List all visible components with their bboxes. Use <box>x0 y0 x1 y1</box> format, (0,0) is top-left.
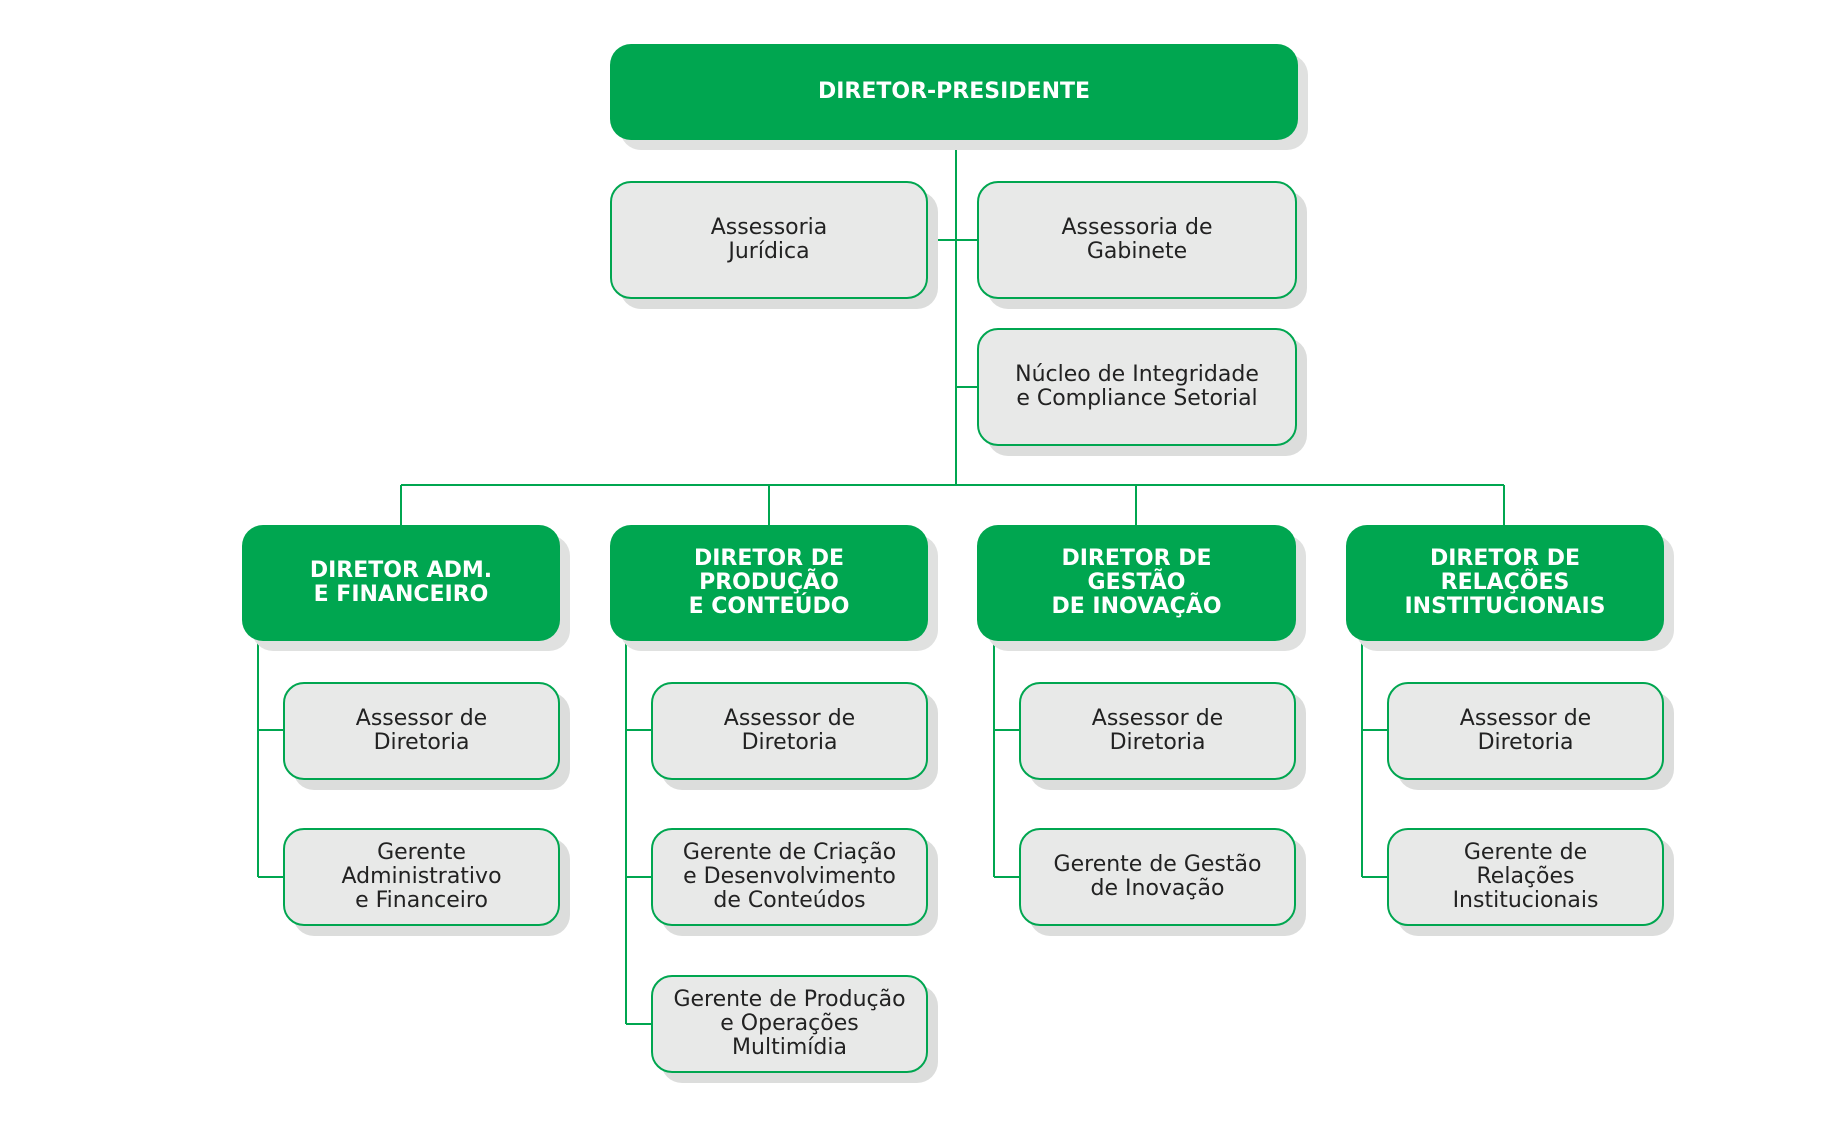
unit-box-3-2: Gerente de Gestão de Inovação <box>1019 828 1296 926</box>
box-line: Gabinete <box>1086 239 1188 264</box>
unit-box-3-1: Assessor de Diretoria <box>1019 682 1296 780</box>
box-line: Diretoria <box>373 730 470 755</box>
director-producao-conteudo-box: DIRETOR DE PRODUÇÃO E CONTEÚDO <box>610 525 928 641</box>
box-line: Gerente de Criação <box>682 840 897 865</box>
assessoria-gabinete-box: Assessoria de Gabinete <box>977 181 1297 299</box>
box-line: de Inovação <box>1090 876 1225 901</box>
unit-box-2-2: Gerente de Criação e Desenvolvimento de … <box>651 828 928 926</box>
director-relacoes-institucionais-box: DIRETOR DE RELAÇÕES INSTITUCIONAIS <box>1346 525 1664 641</box>
unit-box-1-1: Assessor de Diretoria <box>283 682 560 780</box>
box-line: E CONTEÚDO <box>688 594 850 619</box>
box-line: Diretoria <box>741 730 838 755</box>
box-line: e Compliance Setorial <box>1016 386 1258 411</box>
box-line: e Desenvolvimento <box>683 864 896 889</box>
box-line: e Operações <box>720 1011 859 1036</box>
box-line: Assessor de <box>1091 706 1224 731</box>
box-line: DIRETOR DE <box>693 546 844 571</box>
unit-box-1-2: Gerente Administrativo e Financeiro <box>283 828 560 926</box>
box-line: GESTÃO <box>1087 570 1186 595</box>
unit-box-4-1: Assessor de Diretoria <box>1387 682 1664 780</box>
box-line: Assessor de <box>1459 706 1592 731</box>
box-line: de Conteúdos <box>713 888 866 913</box>
box-line: Núcleo de Integridade <box>1015 362 1259 387</box>
box-line: e Financeiro <box>355 888 488 913</box>
unit-box-4-2: Gerente de Relações Institucionais <box>1387 828 1664 926</box>
box-line: Assessor de <box>355 706 488 731</box>
box-line: Gerente <box>377 840 466 865</box>
box-line: DE INOVAÇÃO <box>1051 594 1222 619</box>
box-line: INSTITUCIONAIS <box>1404 594 1606 619</box>
box-line: PRODUÇÃO <box>699 570 839 595</box>
box-line: DIRETOR ADM. <box>309 558 493 583</box>
unit-box-2-3: Gerente de Produção e Operações Multimíd… <box>651 975 928 1073</box>
box-line: Assessoria de <box>1061 215 1213 240</box>
assessoria-juridica-box: Assessoria Jurídica <box>610 181 928 299</box>
box-line: Assessoria <box>710 215 828 240</box>
director-president-box: DIRETOR-PRESIDENTE <box>610 44 1298 140</box>
connector-group <box>257 140 1505 1025</box>
box-line: Diretoria <box>1477 730 1574 755</box>
box-line: DIRETOR-PRESIDENTE <box>817 79 1091 104</box>
nucleo-integridade-box: Núcleo de Integridade e Compliance Setor… <box>977 328 1297 446</box>
box-line: Relações <box>1476 864 1575 889</box>
box-line: DIRETOR DE <box>1429 546 1580 571</box>
unit-box-2-1: Assessor de Diretoria <box>651 682 928 780</box>
box-line: Gerente de Gestão <box>1053 852 1262 877</box>
box-line: Multimídia <box>732 1035 847 1060</box>
box-line: Jurídica <box>728 239 810 264</box>
box-line: DIRETOR DE <box>1061 546 1212 571</box>
box-line: E FINANCEIRO <box>313 582 489 607</box>
box-line: Assessor de <box>723 706 856 731</box>
box-line: Administrativo <box>341 864 502 889</box>
box-line: Gerente de Produção <box>673 987 906 1012</box>
director-gestao-inovacao-box: DIRETOR DE GESTÃO DE INOVAÇÃO <box>977 525 1296 641</box>
box-line: RELAÇÕES <box>1440 570 1570 595</box>
box-line: Institucionais <box>1452 888 1599 913</box>
director-adm-financeiro-box: DIRETOR ADM. E FINANCEIRO <box>242 525 560 641</box>
box-line: Diretoria <box>1109 730 1206 755</box>
box-line: Gerente de <box>1463 840 1588 865</box>
